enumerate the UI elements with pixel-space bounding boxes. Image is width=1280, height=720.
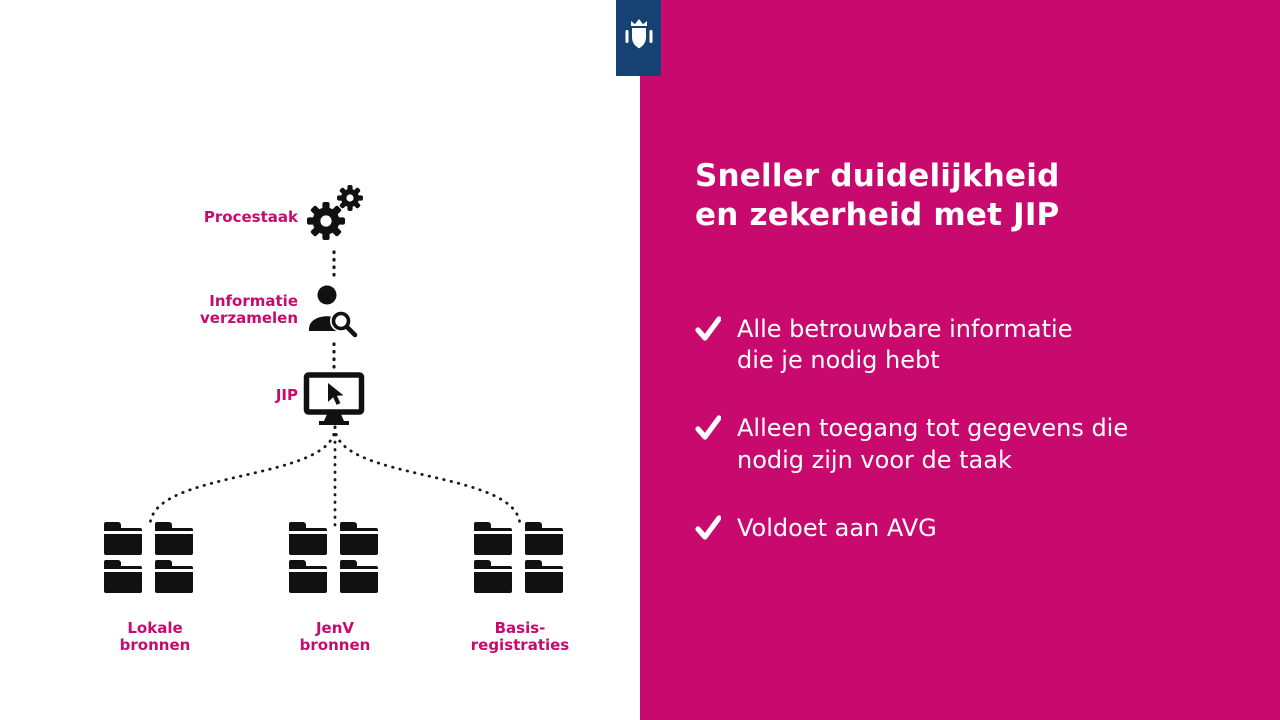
folder-icon [155,560,193,593]
procestaak-label: Procestaak [203,208,298,226]
content-panel: Sneller duidelijkheid en zekerheid met J… [640,0,1280,720]
check-icon [695,413,722,445]
bullet-list: Alle betrouwbare informatie die je nodig… [695,314,1255,545]
folder-icon [104,560,142,593]
bullet-item: Alleen toegang tot gegevens die nodig zi… [695,413,1255,475]
jenv-bronnen-folders [289,522,378,593]
basisregistraties-folders [474,522,563,593]
bullet-text: Alleen toegang tot gegevens die nodig zi… [737,414,1129,474]
dotted-connector-1 [332,250,336,282]
bullet-text: Voldoet aan AVG [737,513,937,542]
diagram-panel: Procestaak [104,183,570,654]
monitor-cursor-icon [303,372,365,430]
folder-icon [474,522,512,555]
jenv-bronnen-label: JenV bronnen [299,619,371,654]
folder-icon [289,560,327,593]
folder-icon [155,522,193,555]
folder-icon [474,560,512,593]
check-icon [695,513,722,545]
rijksoverheid-logo [616,0,661,76]
lokale-bronnen-folders [104,522,193,593]
rijksoverheid-crest-icon [625,19,652,49]
check-icon [695,314,722,346]
dotted-connector-2 [332,342,336,374]
lokale-bronnen-label: Lokale bronnen [119,619,191,654]
folder-icon [525,560,563,593]
person-search-icon [303,283,361,343]
informatie-verzamelen-label: Informatie verzamelen [200,292,298,327]
folder-icon [289,522,327,555]
jip-label: JIP [275,386,298,404]
folder-icon [525,522,563,555]
basisregistraties-label: Basis- registraties [470,619,570,654]
slide-title: Sneller duidelijkheid en zekerheid met J… [695,158,1060,234]
branch-connectors [148,425,522,528]
bullet-text: Alle betrouwbare informatie die je nodig… [737,315,1073,375]
folder-icon [104,522,142,555]
gears-icon [300,183,368,247]
bullet-item: Alle betrouwbare informatie die je nodig… [695,314,1255,376]
folder-icon [340,560,378,593]
folder-icon [340,522,378,555]
bullet-item: Voldoet aan AVG [695,513,1255,545]
